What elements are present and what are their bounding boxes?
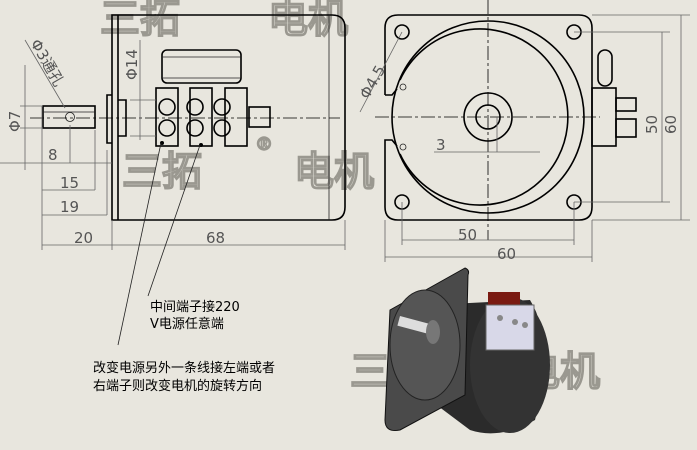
svg-text:三拓: 三拓	[122, 149, 202, 195]
svg-text:Φ3通孔: Φ3通孔	[27, 36, 68, 89]
note-reverse-2: 右端子则改变电机的旋转方向	[93, 378, 262, 394]
svg-text:19: 19	[60, 198, 79, 216]
front-view: 50 60 3 50 60 Φ4.5	[356, 0, 690, 263]
terminal-cover	[161, 49, 242, 84]
svg-text:60: 60	[497, 245, 516, 263]
terminal-block	[155, 87, 248, 147]
svg-text:电机: 电机	[294, 149, 374, 195]
svg-text:20: 20	[74, 229, 93, 247]
svg-text:60: 60	[662, 115, 680, 134]
note-middle-terminal-1: 中间端子接220	[150, 299, 240, 315]
annotations: 中间端子接220 V电源任意端 改变电源另外一条线接左端或者 右端子则改变电机的…	[93, 142, 275, 394]
side-view: 8 15 19 20 68 Φ7 Φ14 Φ3通孔	[0, 14, 346, 250]
svg-text:8: 8	[48, 146, 58, 164]
svg-text:15: 15	[60, 174, 79, 192]
svg-text:三拓: 三拓	[100, 0, 180, 42]
svg-text:Φ7: Φ7	[6, 111, 24, 132]
svg-text:50: 50	[643, 115, 661, 134]
note-reverse-1: 改变电源另外一条线接左端或者	[93, 360, 275, 376]
shaft	[42, 105, 96, 129]
note-middle-terminal-2: V电源任意端	[150, 316, 224, 332]
svg-text:电机: 电机	[268, 0, 348, 42]
svg-text:68: 68	[206, 229, 225, 247]
svg-text:®: ®	[255, 134, 273, 155]
motor-3d-render	[384, 267, 550, 434]
svg-text:50: 50	[458, 226, 477, 244]
svg-text:3: 3	[436, 136, 446, 154]
svg-text:Φ14: Φ14	[123, 49, 141, 80]
